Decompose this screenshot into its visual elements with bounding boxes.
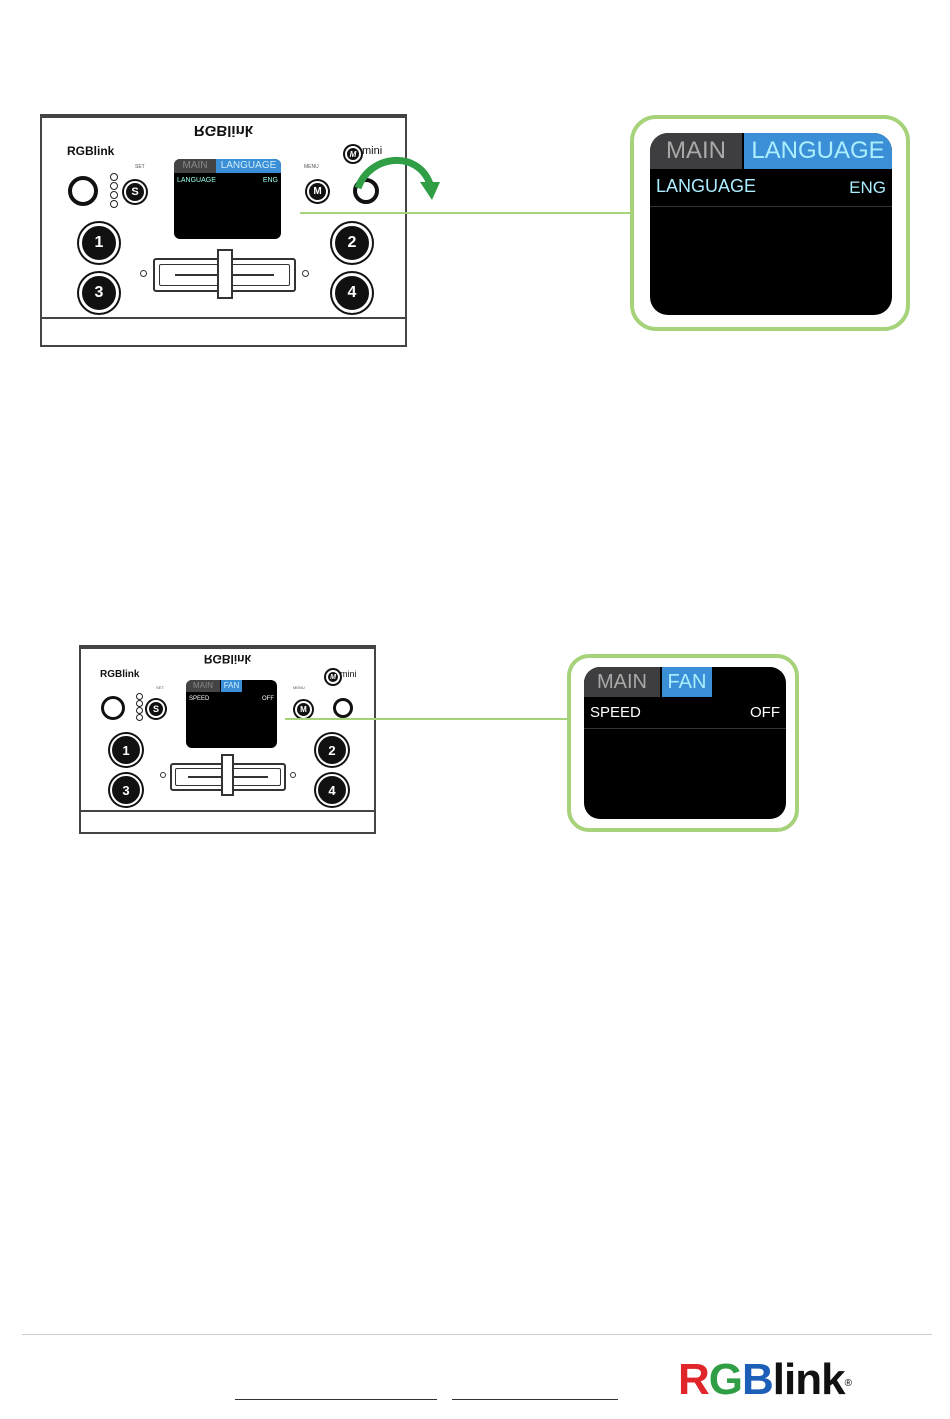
zoom-row-value: ENG (849, 178, 886, 198)
led-indicator (110, 191, 118, 199)
screen-row-label: LANGUAGE (177, 177, 216, 184)
device-brand: RGBlink (67, 144, 114, 158)
zoom-panel-language: MAIN LANGUAGE LANGUAGE ENG (630, 115, 910, 331)
s-button[interactable]: S (124, 181, 146, 203)
screen-tab-main: MAIN (186, 680, 220, 692)
led-indicator (136, 700, 143, 707)
zoom-row-label: LANGUAGE (656, 176, 756, 197)
model-text: mini (340, 669, 357, 679)
model-mark-icon: M (326, 670, 340, 684)
led-indicator (110, 173, 118, 181)
menu-label: MENU (293, 685, 305, 690)
t-bar-handle[interactable] (221, 754, 234, 796)
led-indicator (136, 707, 143, 714)
s-button[interactable]: S (147, 700, 165, 718)
device-screen: MAIN FAN SPEED OFF (186, 680, 277, 748)
rotate-arrow-icon (354, 154, 440, 202)
footer-logo-rgb: RGB (678, 1355, 773, 1404)
indicator-dot (160, 772, 166, 778)
button-4[interactable]: 4 (316, 774, 348, 806)
indicator-dot (140, 270, 147, 277)
device-screen: MAIN LANGUAGE LANGUAGE ENG (174, 159, 281, 239)
zoom-tab-main: MAIN (650, 133, 742, 169)
button-4[interactable]: 4 (332, 273, 372, 313)
m-button[interactable]: M (307, 181, 328, 202)
led-indicator (110, 182, 118, 190)
button-2[interactable]: 2 (332, 223, 372, 263)
volume-knob[interactable] (68, 176, 98, 206)
led-indicator (110, 200, 118, 208)
m-button[interactable]: M (295, 701, 312, 718)
t-bar-handle[interactable] (217, 249, 233, 299)
zoom-tab-main: MAIN (584, 667, 660, 697)
zoom-panel-fan: MAIN FAN SPEED OFF (567, 654, 799, 832)
button-3[interactable]: 3 (79, 273, 119, 313)
menu-label: MENU (304, 164, 319, 170)
zoom-tab-fan: FAN (662, 667, 712, 697)
footer-logo-letter: B (742, 1355, 773, 1404)
screen-row-value: ENG (263, 177, 278, 184)
zoom-row-label: SPEED (590, 704, 641, 721)
screen-row-label: SPEED (189, 696, 209, 702)
zoom-row-value: OFF (750, 704, 780, 721)
button-3[interactable]: 3 (110, 774, 142, 806)
set-label: SET (156, 685, 164, 690)
device-illustration-2: RGBlink RGBlink M mini SET MENU S MAIN F… (79, 645, 376, 834)
device-brand: RGBlink (100, 669, 139, 680)
volume-knob[interactable] (101, 696, 125, 720)
set-label: SET (135, 164, 145, 170)
screen-row-value: OFF (262, 696, 274, 702)
zoom-tab-language: LANGUAGE (744, 133, 892, 169)
indicator-dot (302, 270, 309, 277)
footer-underline (235, 1399, 437, 1400)
footer-logo-link: link (773, 1355, 845, 1404)
footer-logo-letter: R (678, 1355, 709, 1404)
footer-underline (452, 1399, 618, 1400)
connector-line (285, 718, 570, 720)
screen-tab-fan: FAN (221, 680, 242, 692)
device-illustration-1: RGBlink RGBlink M mini SET MENU S MAIN L… (40, 114, 407, 347)
footer-divider (22, 1334, 932, 1335)
led-indicator (136, 693, 143, 700)
footer-logo-letter: G (709, 1355, 742, 1404)
led-indicator (136, 714, 143, 721)
button-2[interactable]: 2 (316, 734, 348, 766)
connector-line (300, 212, 632, 214)
screen-tab-language: LANGUAGE (216, 159, 281, 173)
button-1[interactable]: 1 (79, 223, 119, 263)
device-top-logo: RGBlink (81, 647, 374, 668)
device-top-logo: RGBlink (42, 116, 405, 142)
zoom-screen: MAIN FAN SPEED OFF (584, 667, 786, 819)
footer-logo: RGBlink® (678, 1356, 851, 1404)
registered-mark: ® (845, 1378, 851, 1389)
menu-knob[interactable] (333, 698, 353, 718)
screen-tab-main: MAIN (174, 159, 216, 173)
zoom-screen: MAIN LANGUAGE LANGUAGE ENG (650, 133, 892, 315)
button-1[interactable]: 1 (110, 734, 142, 766)
indicator-dot (290, 772, 296, 778)
